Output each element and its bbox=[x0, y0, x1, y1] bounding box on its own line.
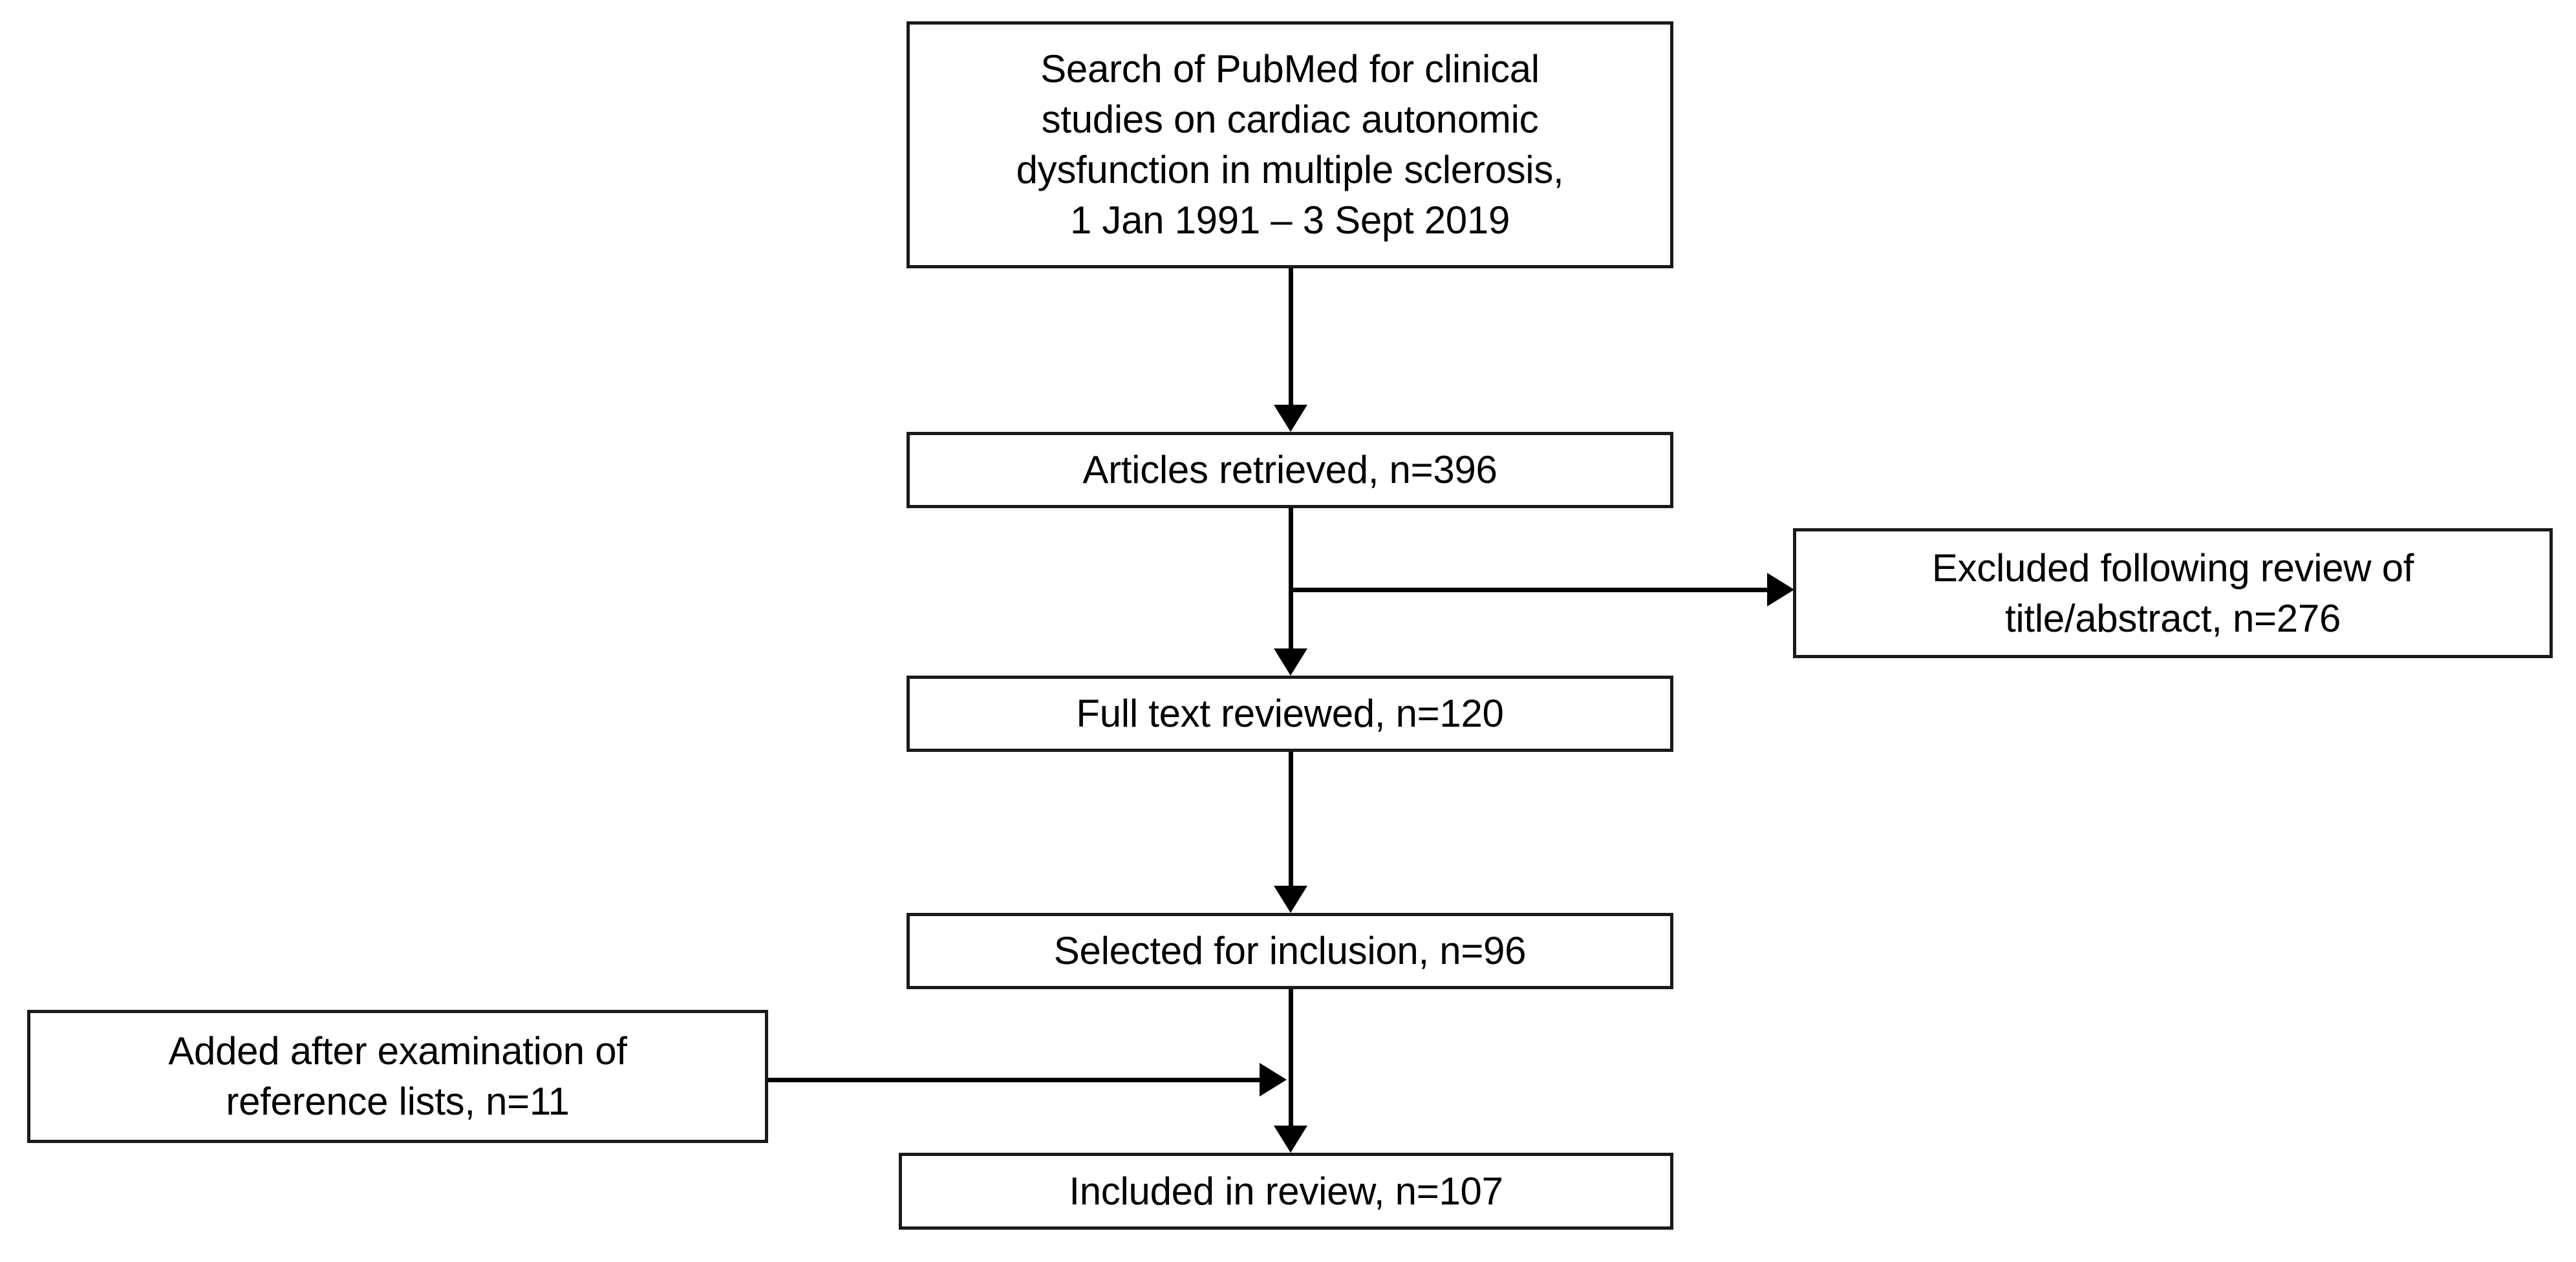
edge-selected-to-included-line bbox=[1289, 989, 1293, 1128]
edge-fulltext-to-selected-line bbox=[1289, 752, 1293, 888]
node-retrieved-label: Articles retrieved, n=396 bbox=[1082, 448, 1497, 491]
node-articles-retrieved: Articles retrieved, n=396 bbox=[907, 432, 1673, 508]
edge-retrieved-to-excluded-line bbox=[1289, 588, 1770, 592]
edge-retrieved-to-fulltext-line bbox=[1289, 508, 1293, 651]
edge-selected-to-included-arrowhead bbox=[1274, 1126, 1307, 1153]
edge-retrieved-to-excluded-arrowhead bbox=[1767, 573, 1794, 606]
node-included-label: Included in review, n=107 bbox=[1069, 1169, 1503, 1213]
node-added-label: Added after examination of reference lis… bbox=[168, 1029, 627, 1123]
node-excluded-label: Excluded following review of title/abstr… bbox=[1931, 546, 2414, 640]
node-search-label: Search of PubMed for clinical studies on… bbox=[1016, 47, 1564, 242]
edge-added-to-included-arrowhead bbox=[1260, 1063, 1287, 1096]
node-included-in-review: Included in review, n=107 bbox=[899, 1153, 1673, 1230]
node-excluded-after-title-abstract: Excluded following review of title/abstr… bbox=[1793, 528, 2553, 658]
node-selected-for-inclusion: Selected for inclusion, n=96 bbox=[907, 913, 1673, 989]
node-search-of-pubmed: Search of PubMed for clinical studies on… bbox=[907, 21, 1673, 268]
edge-search-to-retrieved-line bbox=[1289, 268, 1293, 407]
node-added-from-reference-lists: Added after examination of reference lis… bbox=[27, 1010, 768, 1143]
node-full-text-reviewed: Full text reviewed, n=120 bbox=[907, 676, 1673, 752]
node-selected-label: Selected for inclusion, n=96 bbox=[1053, 929, 1527, 972]
edge-fulltext-to-selected-arrowhead bbox=[1274, 886, 1307, 913]
edge-added-to-included-line bbox=[768, 1078, 1263, 1082]
edge-retrieved-to-fulltext-arrowhead bbox=[1274, 648, 1307, 676]
node-fulltext-label: Full text reviewed, n=120 bbox=[1076, 692, 1504, 735]
edge-search-to-retrieved-arrowhead bbox=[1274, 405, 1307, 432]
